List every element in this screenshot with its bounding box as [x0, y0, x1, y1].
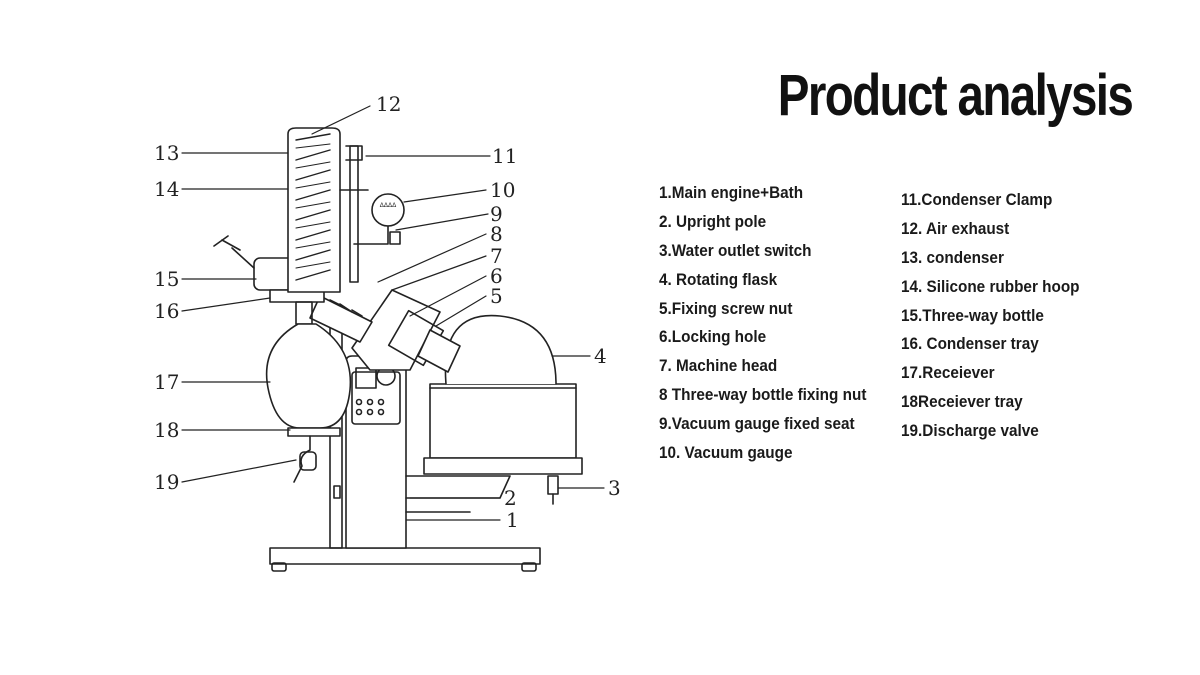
part-item: 10. Vacuum gauge: [659, 443, 793, 463]
part-item: 19.Discharge valve: [901, 421, 1039, 441]
vacuum-gauge-seat: [389, 231, 401, 245]
callout-12: 12: [376, 92, 401, 116]
page-title: Product analysis: [777, 63, 1134, 128]
part-item: 18Receiever tray: [901, 392, 1023, 412]
rotating-flask: [444, 314, 557, 385]
callout-6: 6: [490, 264, 503, 288]
callout-2: 2: [504, 486, 517, 510]
part-item: 13. condenser: [901, 247, 1004, 267]
part-item: 11.Condenser Clamp: [901, 190, 1053, 209]
callout-15: 15: [154, 267, 179, 291]
part-item: 9.Vacuum gauge fixed seat: [659, 414, 855, 434]
part-item: 15.Three-way bottle: [901, 305, 1044, 325]
discharge-valve: [293, 435, 311, 483]
part-item: 4. Rotating flask: [659, 269, 778, 289]
part-item: 1.Main engine+Bath: [659, 183, 804, 202]
callout-17: 17: [154, 370, 179, 394]
callout-18: 18: [154, 418, 179, 442]
callout-3: 3: [608, 476, 621, 500]
callout-10: 10: [490, 178, 515, 202]
part-item: 17.Receiever: [901, 363, 995, 383]
part-item: 12. Air exhaust: [901, 218, 1010, 238]
part-item: 14. Silicone rubber hoop: [901, 276, 1080, 296]
rotary-evaporator-diagram: ΔΔΔΔ 1 2 3 4 5 6 7 8 9 10 11 12 13 14 15…: [154, 92, 621, 572]
display-screen: [355, 367, 377, 389]
water-bath: [429, 383, 577, 459]
part-item: 3.Water outlet switch: [659, 240, 812, 260]
callout-13: 13: [154, 141, 179, 165]
part-item: 2. Upright pole: [659, 211, 767, 231]
part-item: 16. Condenser tray: [901, 334, 1039, 354]
callout-7: 7: [490, 244, 503, 268]
parts-list-right: 11.Condenser Clamp 12. Air exhaust 13. c…: [901, 186, 1099, 446]
base-foot-right: [521, 562, 537, 572]
part-item: 8 Three-way bottle fixing nut: [659, 385, 867, 405]
machine-base: [269, 547, 541, 565]
water-outlet-switch: [547, 475, 559, 495]
callout-4: 4: [594, 344, 607, 368]
callout-8: 8: [490, 222, 503, 246]
receiver-flask: [265, 323, 352, 429]
condenser: [287, 127, 341, 293]
part-item: 6.Locking hole: [659, 327, 767, 347]
callout-16: 16: [154, 299, 179, 323]
part-item: 5.Fixing screw nut: [659, 298, 793, 318]
callout-19: 19: [154, 470, 179, 494]
part-item: 7. Machine head: [659, 356, 778, 376]
vacuum-gauge: [371, 193, 405, 227]
base-foot-left: [271, 562, 287, 572]
callout-5: 5: [490, 284, 503, 308]
callout-14: 14: [154, 177, 179, 201]
condenser-clamp: [349, 145, 359, 283]
parts-list-left: 1.Main engine+Bath 2. Upright pole 3.Wat…: [659, 179, 889, 468]
callout-11: 11: [492, 144, 517, 168]
callout-1: 1: [506, 508, 519, 532]
callout-9: 9: [490, 202, 503, 226]
receiver-tray: [287, 427, 341, 437]
gauge-label: ΔΔΔΔ: [380, 202, 397, 209]
